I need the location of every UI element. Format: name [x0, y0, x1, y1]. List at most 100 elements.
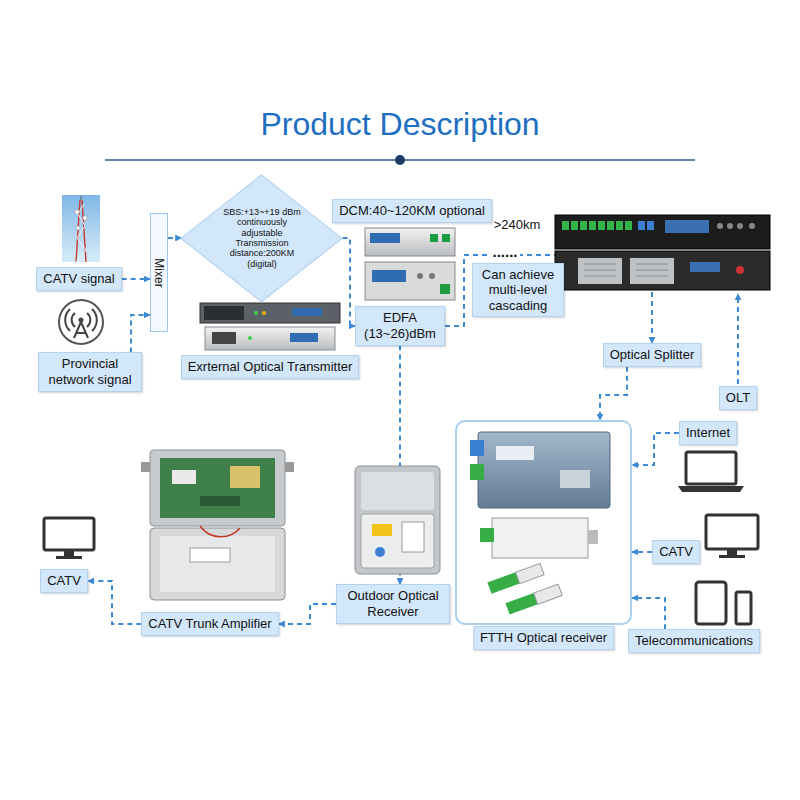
splitter-rack-picture — [616, 221, 623, 230]
tv-monitor-icon — [727, 550, 737, 555]
splitter-rack-picture — [630, 258, 674, 284]
tower-picture — [62, 195, 100, 262]
node-text: CATV Trunk Amplifier — [148, 616, 271, 632]
outdoor-receiver-picture — [372, 524, 392, 536]
splitter-rack-picture — [571, 221, 578, 230]
edfa-picture — [372, 270, 406, 282]
ftth-receiver-picture — [470, 464, 484, 480]
transmitter-picture — [200, 303, 340, 350]
edfa-picture — [370, 233, 400, 243]
antenna-icon — [59, 300, 103, 344]
connector-arrow — [632, 551, 652, 553]
edfa-picture — [365, 262, 455, 300]
tower-picture — [62, 195, 100, 262]
trunk-amplifier-picture — [172, 470, 196, 484]
transmitter-picture — [204, 306, 244, 320]
edfa-picture — [440, 284, 450, 294]
splitter-rack-picture — [727, 223, 733, 229]
antenna-icon — [74, 322, 88, 338]
node-text: Can achieve multi-level cascading — [479, 267, 557, 314]
splitter-rack-picture — [555, 215, 770, 249]
node-text: SBS:+13~+19 dBm continuously adjustable … — [222, 207, 302, 269]
edfa-picture — [442, 234, 450, 242]
splitter-rack-picture — [562, 221, 569, 230]
ftth-receiver-picture — [506, 584, 563, 614]
node-text: Mixer — [153, 258, 165, 287]
ftth-receiver-picture — [487, 563, 544, 593]
mixer-box: Mixer — [150, 213, 168, 332]
trunk-amplifier-picture — [200, 526, 240, 537]
signal-label: Provincial network signal — [38, 352, 142, 391]
connector-arrow — [279, 604, 336, 624]
outdoor-receiver-picture — [375, 547, 385, 557]
node-text: Internet — [686, 425, 730, 441]
outdoor-receiver-picture — [402, 522, 424, 552]
device-label: OLT — [719, 386, 757, 410]
node-text: Exrternal Optical Transmitter — [188, 359, 353, 375]
service-label: Telecommunications — [628, 629, 760, 653]
device-label: Outdoor Optical Receiver — [336, 584, 450, 623]
device-label: CATV Trunk Amplifier — [141, 612, 278, 636]
trunk-amplifier-picture — [230, 466, 260, 488]
note-box: Can achieve multi-level cascading — [472, 263, 564, 318]
splitter-rack-picture — [647, 221, 654, 230]
tablet-phone-icon — [736, 592, 751, 624]
splitter-rack-picture — [625, 221, 632, 230]
splitter-rack-picture — [737, 223, 743, 229]
edfa-picture — [365, 228, 455, 300]
antenna-icon — [65, 309, 97, 331]
connector-arrow — [168, 237, 181, 239]
node-text: CATV — [659, 544, 693, 560]
connector-arrow — [343, 238, 356, 326]
ftth-receiver-picture — [478, 432, 610, 508]
title-divider — [105, 155, 695, 165]
outdoor-receiver-picture — [361, 514, 434, 568]
ftth-receiver-picture — [487, 572, 519, 594]
connector-arrow — [632, 598, 665, 629]
transmitter-picture — [262, 311, 266, 315]
node-text: DCM:40~120KM optional — [339, 203, 485, 219]
device-label: Optical Splitter — [603, 343, 702, 367]
ftth-receiver-picture — [534, 584, 563, 604]
transmitter-picture — [292, 308, 322, 316]
splitter-rack-picture — [584, 264, 668, 276]
tablet-phone-icon — [696, 582, 751, 624]
tower-picture — [75, 210, 79, 214]
group-outline: FTTH Optical receiver — [455, 420, 632, 625]
node-text: CATV signal — [43, 271, 114, 287]
tower-picture — [81, 196, 82, 200]
flow-arrow — [737, 294, 739, 384]
diamond-outline — [181, 175, 342, 302]
trunk-amplifier-picture — [160, 458, 275, 518]
node-text: FTTH Optical receiver — [473, 626, 614, 650]
connector-arrow — [632, 433, 679, 465]
trunk-amplifier-picture — [190, 548, 230, 562]
edfa-picture — [365, 228, 455, 256]
ftth-receiver-picture — [560, 470, 590, 488]
splitter-rack-picture — [665, 220, 709, 233]
signal-label: CATV signal — [36, 267, 121, 291]
node-text: Optical Splitter — [610, 347, 695, 363]
ftth-receiver-picture — [492, 518, 588, 558]
ftth-receiver-picture — [506, 593, 538, 615]
connector-arrow — [600, 367, 627, 420]
splitter-rack-picture — [580, 221, 587, 230]
service-label: Internet — [679, 421, 737, 445]
splitter-rack-picture — [607, 221, 614, 230]
transmitter-picture — [200, 303, 340, 323]
ftth-receiver-picture — [588, 530, 598, 544]
splitter-rack-picture — [736, 266, 744, 274]
page-title: Product Description — [0, 106, 800, 143]
splitter-rack-picture — [555, 251, 770, 290]
tower-picture — [76, 200, 80, 262]
ellipsis-label: ...... — [490, 243, 519, 261]
splitter-rack-picture — [717, 223, 723, 229]
tv-monitor-icon — [706, 515, 758, 549]
node-text: OLT — [726, 390, 750, 406]
trunk-amplifier-picture — [150, 450, 285, 526]
tower-picture — [76, 226, 80, 230]
laptop-icon — [678, 486, 744, 492]
edfa-picture — [430, 234, 438, 242]
ftth-receiver-picture — [470, 432, 610, 615]
ftth-receiver-picture — [470, 440, 484, 456]
